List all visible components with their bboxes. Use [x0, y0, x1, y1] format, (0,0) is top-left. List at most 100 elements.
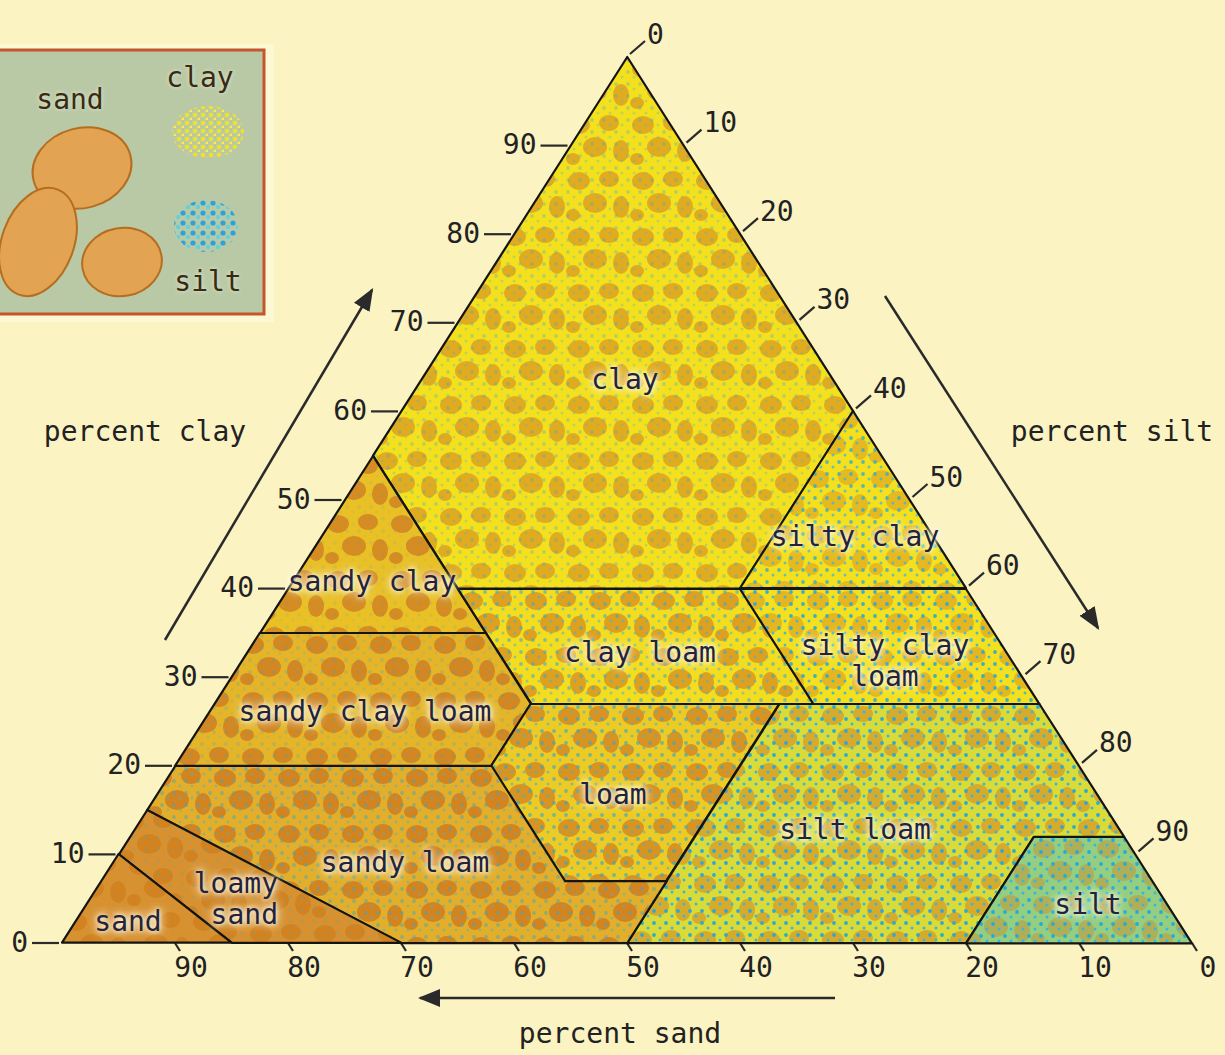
region-fill	[740, 411, 966, 588]
region-fill	[740, 589, 1039, 704]
axis-tick	[32, 942, 59, 944]
axis-title: percent clay	[44, 417, 246, 448]
axis-tick	[969, 573, 984, 586]
axis-tick	[1026, 661, 1041, 674]
region-label: silty clay	[765, 522, 945, 553]
region-label: clay loam	[564, 638, 716, 669]
region-border	[373, 57, 853, 589]
tick-number: 60	[513, 953, 547, 984]
tick-number: 60	[986, 551, 1020, 582]
region-fill	[966, 837, 1192, 943]
tick-number: 0	[11, 928, 28, 959]
region-shape	[260, 456, 486, 633]
region-label: sandy clay loam	[239, 697, 492, 728]
region-label: clay	[591, 365, 658, 396]
tick-number: 70	[400, 953, 434, 984]
axis-tick	[1192, 943, 1197, 951]
region-fill	[373, 57, 853, 589]
region-shape	[373, 57, 853, 589]
axis-tick	[428, 322, 455, 324]
texture-region: silty clay	[740, 411, 966, 588]
legend-label: clay	[166, 63, 233, 94]
axis-tick	[371, 410, 398, 412]
axis-tick	[315, 499, 342, 501]
region-fill	[62, 854, 232, 943]
region-shape	[740, 411, 966, 588]
tick-number: 70	[390, 307, 424, 338]
tick-number: 20	[965, 953, 999, 984]
tick-number: 40	[873, 374, 907, 405]
texture-region: silty clay loam	[740, 589, 1039, 704]
axis-tick	[1139, 838, 1154, 851]
tick-number: 40	[739, 953, 773, 984]
axis-tick	[853, 943, 858, 951]
region-label: silt	[1054, 890, 1121, 921]
silt-texture	[966, 837, 1192, 943]
axis-tick	[258, 587, 285, 589]
sand-texture	[740, 411, 966, 588]
tick-number: 20	[760, 197, 794, 228]
legend-label: sand	[36, 85, 103, 116]
axis-tick	[743, 218, 758, 231]
tick-number: 60	[333, 396, 367, 427]
axis-tick	[401, 943, 406, 951]
sand-texture	[740, 589, 1039, 704]
axis-tick	[913, 484, 928, 497]
legend-label: silt	[174, 267, 241, 298]
tick-number: 20	[107, 750, 141, 781]
region-border	[175, 633, 531, 766]
silt-texture	[260, 456, 486, 633]
tick-number: 80	[1099, 728, 1133, 759]
tick-number: 10	[51, 839, 85, 870]
tick-number: 80	[287, 953, 321, 984]
axis-tick	[514, 943, 519, 951]
axis-tick	[288, 943, 293, 951]
region-label: loam	[579, 780, 646, 811]
silt-texture	[740, 411, 966, 588]
axis-tick	[175, 943, 180, 951]
axis-tick	[541, 145, 568, 147]
region-border	[740, 411, 966, 588]
axis-title: percent silt	[1011, 417, 1213, 448]
region-fill	[175, 633, 531, 766]
region-border	[62, 854, 232, 943]
sand-texture	[62, 854, 232, 943]
axis-tick	[1079, 943, 1084, 951]
tick-number: 80	[446, 219, 480, 250]
tick-number: 40	[220, 573, 254, 604]
axis-tick	[800, 307, 815, 320]
silt-texture	[373, 57, 853, 589]
tick-number: 0	[647, 20, 664, 51]
region-border	[966, 837, 1192, 943]
region-border	[260, 456, 486, 633]
axis-tick	[630, 41, 645, 54]
tick-number: 10	[1078, 953, 1112, 984]
axis-tick	[966, 943, 971, 951]
tick-number: 50	[277, 485, 311, 516]
region-label: silty clay loam	[785, 631, 985, 693]
silt-texture	[62, 854, 232, 943]
tick-number: 90	[503, 130, 537, 161]
region-border	[740, 589, 1039, 704]
tick-number: 50	[626, 953, 660, 984]
tick-number: 10	[704, 108, 738, 139]
axis-tick	[856, 395, 871, 408]
tick-number: 30	[852, 953, 886, 984]
region-label: loamy sand	[178, 869, 278, 931]
axis-tick	[484, 233, 511, 235]
sand-texture	[175, 633, 531, 766]
tick-number: 90	[174, 953, 208, 984]
sand-texture	[260, 456, 486, 633]
tick-number: 0	[1200, 953, 1217, 984]
tick-number: 30	[817, 285, 851, 316]
axis-tick	[687, 130, 702, 143]
tick-number: 90	[1156, 817, 1190, 848]
region-label: sandy loam	[321, 848, 490, 879]
texture-region: sandy clay	[260, 456, 486, 633]
silt-texture	[740, 589, 1039, 704]
silt-texture	[175, 633, 531, 766]
texture-region: silt	[966, 837, 1192, 943]
axis-tick	[145, 765, 172, 767]
tick-number: 70	[1043, 640, 1077, 671]
tick-number: 50	[930, 463, 964, 494]
